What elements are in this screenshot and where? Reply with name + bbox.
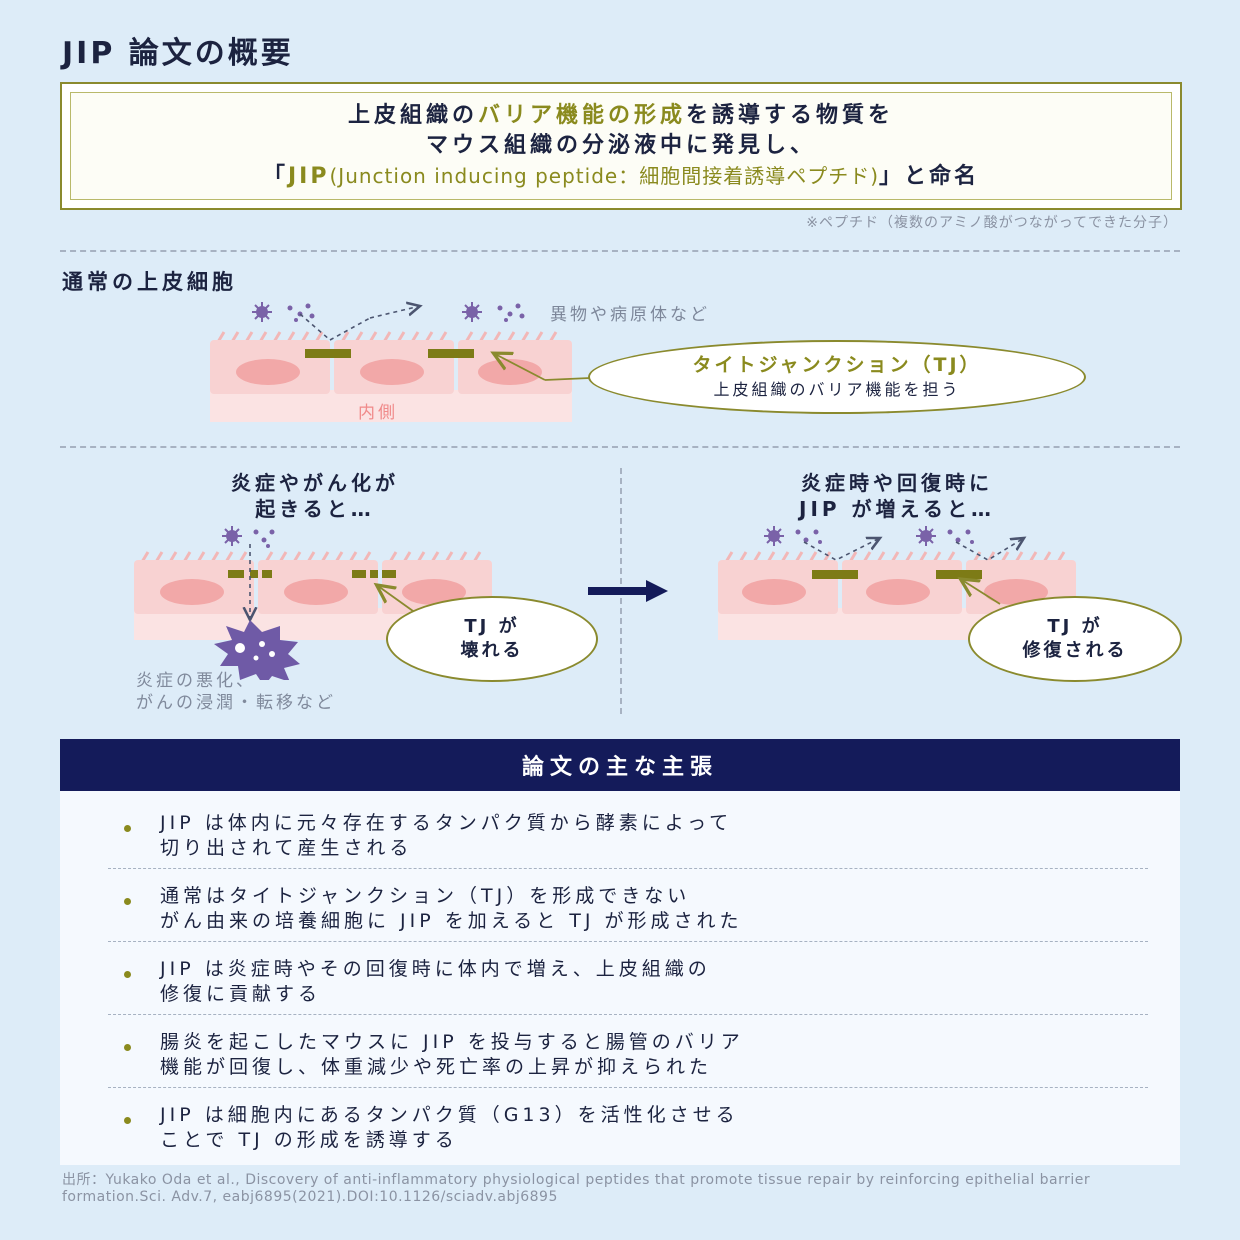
nucleus: [866, 579, 930, 605]
pathogen-icon: [916, 526, 974, 546]
claim-text: JIP は体内に元々存在するタンパク質から酵素によって 切り出されて産生される: [160, 812, 733, 859]
result-line-1: 炎症の悪化、: [136, 671, 256, 691]
tj-broken-line-1: TJ が: [464, 616, 520, 637]
bullet-dot-icon: [124, 898, 131, 905]
bounce-arrow: [955, 538, 1024, 561]
claim-text: 通常はタイトジャンクション（TJ）を形成できない がん由来の培養細胞に JIP …: [160, 885, 743, 932]
claim-separator: [108, 868, 1148, 869]
inflamed-heading-line-2: 起きると…: [255, 497, 375, 521]
normal-heading: 通常の上皮細胞: [62, 270, 237, 294]
bullet-dot-icon: [124, 825, 131, 832]
pathogen-icon: [764, 526, 822, 546]
claim-separator: [108, 1087, 1148, 1088]
summary-line-1-pre: 上皮組織の: [347, 102, 478, 128]
result-line-2: がんの浸潤・転移など: [136, 693, 336, 713]
nucleus: [236, 359, 300, 385]
broken-tight-junction: [228, 570, 272, 578]
nucleus: [284, 579, 348, 605]
summary-jip-expansion: (Junction inducing peptide：細胞間接着誘導ペプチド): [329, 163, 879, 188]
recovery-heading: 炎症時や回復時に JIP が増えると…: [712, 470, 1082, 522]
tj-repaired-line-1: TJ が: [1047, 616, 1103, 637]
broken-tight-junction: [352, 570, 396, 578]
tj-pointer-line: [544, 377, 591, 381]
summary-inner: 上皮組織のバリア機能の形成を誘導する物質を マウス組織の分泌液中に発見し、 「J…: [70, 92, 1172, 200]
tj-repaired-callout: TJ が 修復される: [968, 596, 1182, 682]
summary-line-1: 上皮組織のバリア機能の形成を誘導する物質を: [348, 101, 894, 131]
claim-text: 腸炎を起こしたマウスに JIP を投与すると腸管のバリア 機能が回復し、体重減少…: [160, 1031, 744, 1078]
tj-broken-line-2: 壊れる: [460, 640, 524, 661]
tj-callout-title: タイトジャンクション（TJ）: [692, 354, 982, 376]
summary-bracket-open: 「: [262, 163, 288, 189]
tj-repaired-line-2: 修復される: [1022, 640, 1128, 661]
nucleus: [478, 359, 542, 385]
nucleus: [742, 579, 806, 605]
foreign-substance-label: 異物や病原体など: [550, 305, 710, 325]
summary-line-1-post: を誘導する物質を: [686, 102, 895, 128]
claim-separator: [108, 941, 1148, 942]
summary-box: 上皮組織のバリア機能の形成を誘導する物質を マウス組織の分泌液中に発見し、 「J…: [60, 82, 1182, 210]
summary-bracket-close: 」と命名: [879, 163, 980, 189]
bounce-arrow: [369, 306, 420, 319]
bullet-dot-icon: [124, 971, 131, 978]
inflammation-result: 炎症の悪化、 がんの浸潤・転移など: [136, 670, 336, 714]
transition-arrow-icon: [588, 580, 668, 602]
bullet-dot-icon: [124, 1117, 131, 1124]
repaired-tight-junction: [936, 570, 982, 579]
divider-1: [60, 250, 1180, 252]
inflammation-burst: [214, 620, 300, 680]
nucleus: [160, 579, 224, 605]
tight-junction: [305, 349, 351, 358]
summary-line-3: 「JIP(Junction inducing peptide：細胞間接着誘導ペプ…: [263, 161, 979, 192]
claim-separator: [108, 1014, 1148, 1015]
tj-broken-callout: TJ が 壊れる: [386, 596, 598, 682]
pathogen-icon: [252, 302, 315, 322]
page-title: JIP 論文の概要: [62, 36, 294, 71]
inner-side-label: 内側: [358, 403, 398, 423]
inner-layer: [210, 390, 572, 422]
peptide-note: ※ペプチド（複数のアミノ酸がつながってできた分子）: [806, 215, 1178, 231]
claims-heading: 論文の主な主張: [60, 739, 1180, 791]
divider-2: [60, 446, 1180, 448]
normal-diagram: [210, 290, 591, 422]
summary-line-2: マウス組織の分泌液中に発見し、: [425, 132, 816, 158]
tj-callout-sub: 上皮組織のバリア機能を担う: [713, 380, 961, 399]
summary-jip: JIP: [288, 163, 330, 189]
inflamed-heading-line-1: 炎症やがん化が: [231, 471, 399, 495]
incoming-arrow: [299, 313, 331, 341]
pathogen-icon: [462, 302, 525, 322]
pathogen-icon: [222, 526, 275, 548]
claim-text: JIP は炎症時やその回復時に体内で増え、上皮組織の 修復に貢献する: [160, 958, 711, 1005]
nucleus: [360, 359, 424, 385]
recovery-heading-line-2: JIP が増えると…: [799, 497, 995, 521]
claim-text: JIP は細胞内にあるタンパク質（G13）を活性化させる ことで TJ の形成を…: [160, 1104, 739, 1151]
bullet-dot-icon: [124, 1044, 131, 1051]
cilia: [216, 331, 558, 343]
bounce-arrow: [329, 317, 371, 341]
source-citation: 出所：Yukako Oda et al., Discovery of anti-…: [62, 1172, 1091, 1205]
recovery-heading-line-1: 炎症時や回復時に: [801, 471, 993, 495]
tj-repaired-pointer-arrow: [962, 580, 1001, 605]
tj-callout: タイトジャンクション（TJ） 上皮組織のバリア機能を担う: [588, 340, 1086, 414]
inflamed-heading: 炎症やがん化が 起きると…: [130, 470, 500, 522]
cilia: [724, 551, 1066, 563]
tj-pointer-arrow: [495, 354, 546, 381]
tight-junction: [428, 349, 474, 358]
claims-list: JIP は体内に元々存在するタンパク質から酵素によって 切り出されて産生される …: [60, 791, 1180, 1165]
cilia: [140, 551, 482, 563]
repaired-tight-junction: [812, 570, 858, 579]
summary-highlight: バリア機能の形成: [477, 102, 686, 128]
